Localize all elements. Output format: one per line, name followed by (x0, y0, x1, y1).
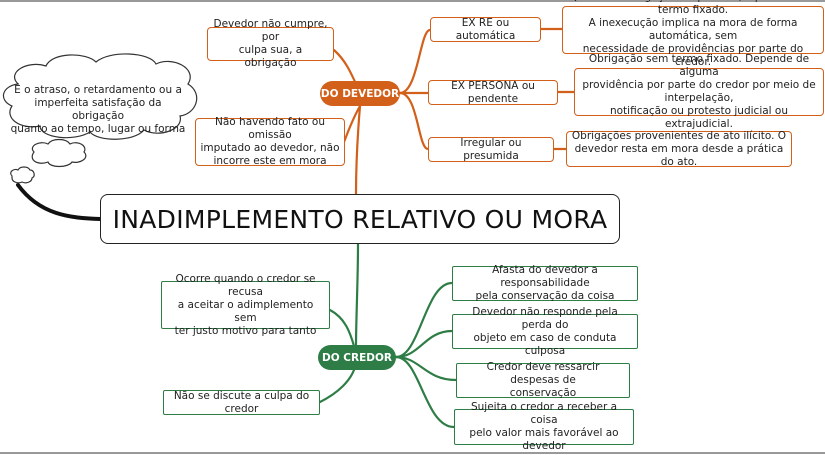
thought-cloud (2, 53, 198, 184)
connector-devedor-irregular (398, 91, 430, 151)
connector-devedor-note-2 (342, 104, 362, 144)
branch-ex-re: EX RE ou automática (430, 17, 541, 42)
branch-ex-persona: EX PERSONA ou pendente (428, 80, 558, 105)
credor-effect-responsabilidade: Afasta do devedor a responsabilidade pel… (452, 264, 638, 302)
connector-credor-effect-1 (394, 281, 454, 359)
devedor-note-sem-fato: Não havendo fato ou omissão imputado ao … (195, 116, 345, 167)
connector-cloud-title (16, 183, 102, 221)
credor-note-culpa: Não se discute a culpa do credor (163, 390, 320, 415)
connector-credor-effect-2 (394, 329, 454, 359)
devedor-pill: DO DEVEDOR (320, 81, 400, 106)
credor-pill: DO CREDOR (318, 345, 396, 370)
credor-effect-despesas: Credor deve ressarcir despesas de conser… (456, 361, 630, 399)
connector-credor-note-1 (328, 308, 356, 348)
cloud-note-text: É o atraso, o retardamento ou a imperfei… (10, 84, 186, 135)
credor-note-recusa: Ocorre quando o credor se recusa a aceit… (161, 273, 330, 337)
connector-trunk-credor (354, 242, 360, 348)
credor-effect-perda: Devedor não responde pela perda do objet… (452, 306, 638, 357)
connector-trunk-devedor (354, 104, 362, 196)
connector-credor-effect-4 (394, 355, 456, 429)
credor-effect-valor: Sujeita o credor a receber a coisa pelo … (454, 401, 634, 452)
devedor-note-culpa: Devedor não cumpre, por culpa sua, a obr… (207, 18, 334, 69)
branch-irregular: Irregular ou presumida (428, 137, 554, 162)
connector-credor-note-2 (318, 368, 356, 404)
desc-irregular: Obrigações provenientes de ato ilícito. … (566, 130, 792, 168)
desc-ex-persona: Obrigação sem termo fixado. Depende de a… (574, 53, 824, 130)
connector-devedor-exre (398, 28, 432, 95)
desc-ex-re: Quando a obrigação for positiva, líquida… (562, 0, 824, 68)
central-topic-title: INADIMPLEMENTO RELATIVO OU MORA (100, 194, 620, 244)
